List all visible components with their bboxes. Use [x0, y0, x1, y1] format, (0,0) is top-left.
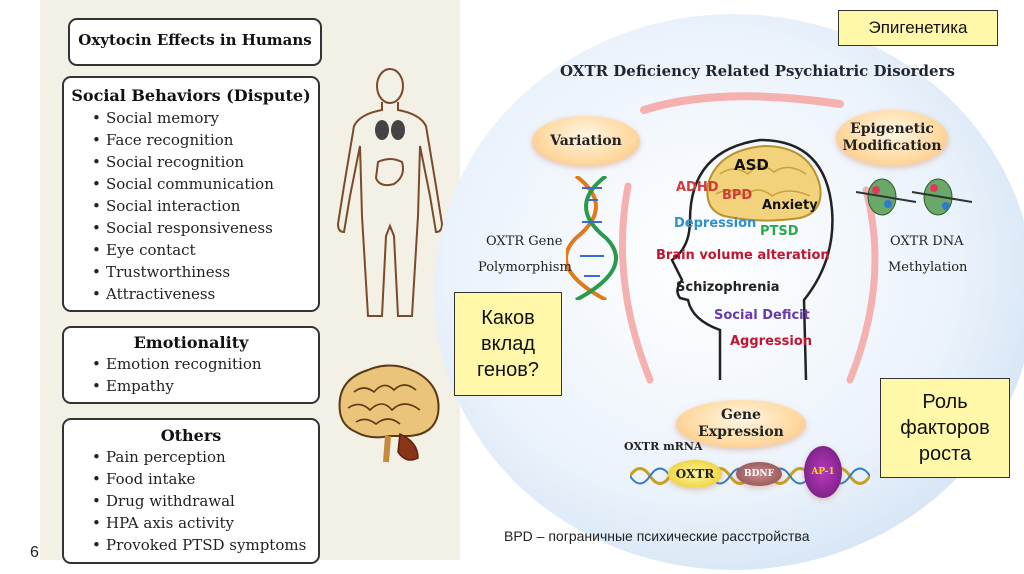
list-item: •Provoked PTSD symptoms [92, 536, 307, 554]
list-item: •Social interaction [92, 197, 241, 215]
disorder-depression: Depression [674, 216, 757, 231]
list-item: •Emotion recognition [92, 355, 262, 373]
list-item: •Drug withdrawal [92, 492, 235, 510]
slide-number: 6 [30, 544, 39, 561]
list-item: •Empathy [92, 377, 174, 395]
bdnf-pill: BDNF [736, 462, 782, 486]
list-item: •Face recognition [92, 131, 234, 149]
social-behaviors-box: Social Behaviors (Dispute) •Social memor… [62, 76, 320, 312]
list-item: •Eye contact [92, 241, 196, 259]
list-item: •Social responsiveness [92, 219, 273, 237]
disorder-schizophrenia: Schizophrenia [676, 280, 780, 295]
epigenetics-label: Эпигенетика [868, 18, 968, 37]
list-item: •Trustworthiness [92, 263, 231, 281]
growth-line-3: роста [918, 443, 972, 465]
list-item: •Attractiveness [92, 285, 216, 303]
others-heading: Others [160, 426, 222, 445]
oxtr-dna-label: OXTR DNA [890, 234, 964, 249]
growth-line-2: факторов [900, 417, 990, 439]
disorder-adhd: ADHD [676, 180, 719, 195]
bpd-footnote: BPD – пограничные психические расстройст… [504, 528, 810, 544]
oxtr-expression-pill: OXTR [668, 460, 722, 488]
growth-line-1: Роль [922, 391, 968, 413]
genes-line-1: Каков [481, 307, 535, 329]
head-silhouette-icon [670, 138, 834, 381]
epigenetics-box: Эпигенетика [838, 10, 998, 46]
list-item: •HPA axis activity [92, 514, 235, 532]
disorder-asd: ASD [734, 156, 769, 174]
list-item: •Social memory [92, 109, 220, 127]
disorder-ptsd: PTSD [760, 224, 799, 239]
oxtr-mrna-label: OXTR mRNA [624, 440, 703, 453]
polymorphism-label: Polymorphism [478, 260, 572, 275]
oxtr-title: OXTR Deficiency Related Psychiatric Diso… [560, 62, 955, 80]
list-item: •Social recognition [92, 153, 245, 171]
disorder-social-deficit: Social Deficit [714, 308, 810, 323]
growth-factors-box: Роль факторов роста [880, 378, 1010, 478]
left-title: Oxytocin Effects in Humans [78, 31, 312, 49]
methylation-label: Methylation [888, 260, 968, 275]
social-heading: Social Behaviors (Dispute) [71, 86, 311, 105]
genes-contribution-box: Каков вклад генов? [454, 292, 562, 396]
emotionality-box: Emotionality •Emotion recognition •Empat… [62, 326, 320, 404]
emotionality-heading: Emotionality [133, 333, 249, 352]
human-body-icon [336, 68, 444, 317]
gene-expression-pill: Gene Expression [676, 400, 806, 448]
disorder-bpd: BPD [722, 188, 753, 203]
list-item: •Pain perception [92, 448, 226, 466]
title-box: Oxytocin Effects in Humans [68, 18, 322, 66]
dna-helix-icon [566, 176, 618, 300]
methylated-dna-icon [856, 178, 973, 216]
variation-pill: Variation [532, 116, 640, 166]
others-box: Others •Pain perception •Food intake •Dr… [62, 418, 320, 564]
brain-icon [338, 364, 440, 463]
list-item: •Social communication [92, 175, 274, 193]
epigenetic-pill: Epigenetic Modification [836, 110, 948, 166]
genes-line-3: генов? [477, 359, 539, 381]
genes-line-2: вклад [480, 333, 536, 355]
oxtr-gene-label: OXTR Gene [486, 234, 563, 249]
disorder-anxiety: Anxiety [762, 198, 818, 213]
disorder-aggression: Aggression [730, 334, 813, 349]
left-figure-panel: Oxytocin Effects in Humans Social Behavi… [40, 0, 460, 564]
list-item: •Food intake [92, 470, 196, 488]
arc-decorations [618, 92, 879, 384]
ap1-pill: AP-1 [804, 446, 842, 498]
disorder-brain-volume: Brain volume alteration [656, 248, 830, 263]
